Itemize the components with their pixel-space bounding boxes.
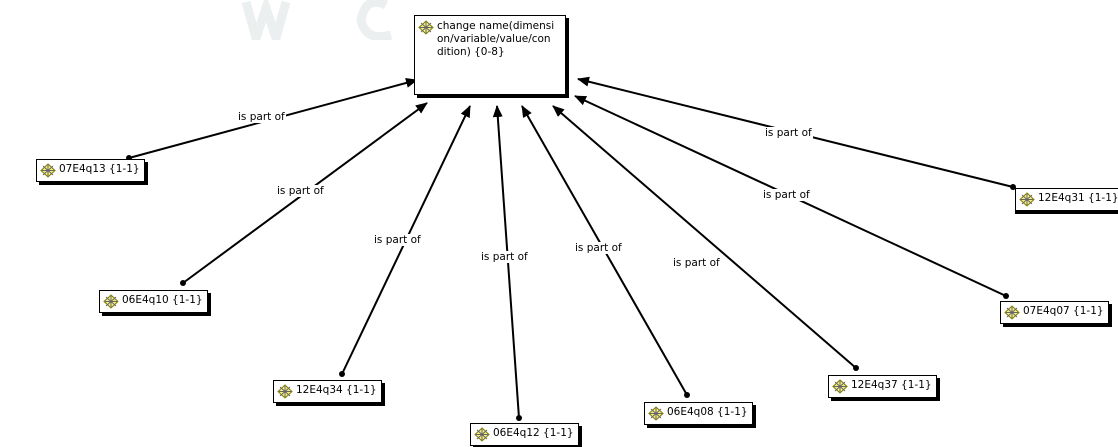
watermark <box>241 0 393 40</box>
quotation-icon <box>418 20 434 35</box>
edge-start-dot <box>339 371 345 377</box>
node-label: 12E4q34 {1-1} <box>296 384 377 396</box>
edge-label-12E4q31: is part of <box>764 127 813 139</box>
node-label: 07E4q07 {1-1} <box>1023 305 1104 317</box>
node-12E4q31[interactable]: 12E4q31 {1-1} <box>1015 188 1118 211</box>
edge-start-dot <box>684 392 690 398</box>
edge-start-dot <box>1010 184 1016 190</box>
quotation-icon <box>474 427 490 442</box>
edge-start-dot <box>853 365 859 371</box>
quotation-icon <box>648 406 664 421</box>
node-07E4q13[interactable]: 07E4q13 {1-1} <box>36 159 145 182</box>
edge-label-06E4q10: is part of <box>276 185 325 197</box>
node-06E4q08[interactable]: 06E4q08 {1-1} <box>644 402 753 425</box>
node-06E4q12[interactable]: 06E4q12 {1-1} <box>470 423 579 446</box>
edge-start-dot <box>1003 293 1009 299</box>
edge-label-12E4q37: is part of <box>672 257 721 269</box>
quotation-icon <box>103 294 119 309</box>
node-label: 12E4q37 {1-1} <box>851 379 932 391</box>
node-label: 07E4q13 {1-1} <box>59 163 140 175</box>
node-06E4q10[interactable]: 06E4q10 {1-1} <box>99 290 208 313</box>
node-12E4q34[interactable]: 12E4q34 {1-1} <box>273 380 382 403</box>
node-07E4q07[interactable]: 07E4q07 {1-1} <box>1000 301 1109 324</box>
center-node[interactable]: change name(dimension/variable/value/con… <box>414 15 566 95</box>
node-label: 06E4q08 {1-1} <box>667 406 748 418</box>
edge-n6 <box>552 105 857 369</box>
node-label: 06E4q10 {1-1} <box>122 294 203 306</box>
edge-label-07E4q13: is part of <box>237 111 286 123</box>
quotation-icon <box>1019 192 1035 207</box>
node-12E4q37[interactable]: 12E4q37 {1-1} <box>828 375 937 398</box>
edge-label-06E4q08: is part of <box>574 242 623 254</box>
edge-start-dot <box>180 280 186 286</box>
node-label: 12E4q31 {1-1} <box>1038 192 1118 204</box>
edge-label-12E4q34: is part of <box>373 234 422 246</box>
quotation-icon <box>832 379 848 394</box>
edge-start-dot <box>516 415 522 421</box>
edge-label-06E4q12: is part of <box>480 251 529 263</box>
quotation-icon <box>40 163 56 178</box>
center-node-label: change name(dimension/variable/value/con… <box>437 20 555 58</box>
quotation-icon <box>1004 305 1020 320</box>
quotation-icon <box>277 384 293 399</box>
edge-label-07E4q07: is part of <box>762 189 811 201</box>
node-label: 06E4q12 {1-1} <box>493 427 574 439</box>
